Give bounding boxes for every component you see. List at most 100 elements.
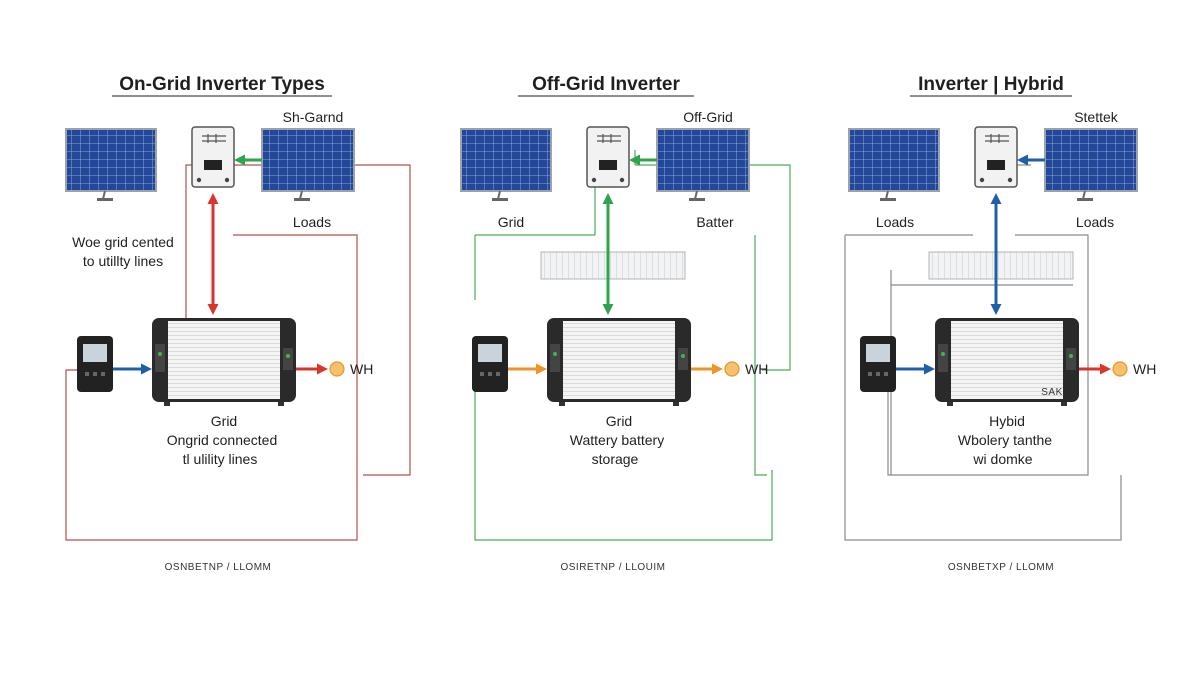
controller-terminals xyxy=(985,134,1009,143)
inverter-led xyxy=(286,354,290,358)
solar-panel-left xyxy=(65,128,157,201)
panel-cells xyxy=(65,128,157,192)
panel-base xyxy=(492,198,508,201)
caption-line: Grid xyxy=(211,413,237,429)
meter-icon xyxy=(1112,361,1128,377)
inverter-unit xyxy=(547,318,691,406)
battery-strip xyxy=(928,251,1074,280)
controller-knob xyxy=(196,177,202,183)
inverter-fins xyxy=(168,321,280,399)
arrow-inverter-to-meter xyxy=(1079,363,1111,375)
panel-stand xyxy=(299,190,303,200)
meter-button xyxy=(496,372,500,376)
meter-button xyxy=(884,372,888,376)
panel-footer: OSIRETNP / LLOUIM xyxy=(560,562,665,573)
panel-cells xyxy=(1044,128,1138,192)
controller-knob xyxy=(979,177,985,183)
meter-button xyxy=(868,372,872,376)
controller-knob xyxy=(1007,177,1013,183)
panel-cells xyxy=(460,128,552,192)
caption-line: Wbolery tanthe xyxy=(958,432,1052,448)
caption-line: Wattery battery xyxy=(570,432,664,448)
caption-line: Hybid xyxy=(989,413,1025,429)
inverter-foot xyxy=(673,402,679,406)
meter-button xyxy=(488,372,492,376)
energy-meter xyxy=(860,336,896,392)
inverter-foot xyxy=(1061,402,1067,406)
meter-screen xyxy=(478,344,502,362)
mid-label-left: Grid xyxy=(498,214,524,230)
mid-label-right: Loads xyxy=(1076,214,1114,230)
meter-screen xyxy=(83,344,107,362)
panel-base xyxy=(689,198,705,201)
panel-title: On-Grid Inverter Types xyxy=(119,74,325,95)
arrow-head xyxy=(317,363,328,375)
arrow-inverter-to-meter xyxy=(691,363,723,375)
inverter-led xyxy=(158,352,162,356)
arrow-panel-to-controller xyxy=(629,154,657,166)
meter-icon xyxy=(329,361,345,377)
top-right-label: Off-Grid xyxy=(683,109,733,125)
panel-footer: OSNBETXP / LLOMM xyxy=(948,562,1054,573)
wire-outer-loop xyxy=(844,234,1122,541)
panel-base xyxy=(97,198,113,201)
inverter-led xyxy=(681,354,685,358)
controller-knob xyxy=(619,177,625,183)
panel-stand xyxy=(102,190,106,200)
controller-display xyxy=(599,160,617,170)
battery-strip xyxy=(540,251,686,280)
inverter-panel xyxy=(155,344,165,372)
inverter-led xyxy=(941,352,945,356)
arrow-controller-inverter xyxy=(207,193,219,315)
inverter-label: SAK xyxy=(1041,387,1063,398)
inverter-panel xyxy=(938,344,948,372)
arrow-head xyxy=(141,363,152,375)
panel-cells xyxy=(261,128,355,192)
caption-line: tl ulility lines xyxy=(183,451,258,467)
wire-left-drop xyxy=(185,164,192,322)
controller-body xyxy=(191,126,235,188)
inverter-led xyxy=(553,352,557,356)
arrow-head xyxy=(207,304,219,315)
caption-line: storage xyxy=(592,451,639,467)
panel-stand xyxy=(1082,190,1086,200)
controller-display xyxy=(987,160,1005,170)
solar-panel-left xyxy=(460,128,552,201)
inverter-fins xyxy=(563,321,675,399)
side-note-line: to utillty lines xyxy=(83,253,163,269)
controller-knob xyxy=(591,177,597,183)
inverter-foot xyxy=(164,402,170,406)
arrow-head xyxy=(602,304,614,315)
arrow-panel-to-controller xyxy=(234,154,262,166)
panel-footer: OSNBETNP / LLOMM xyxy=(165,562,272,573)
meter-button xyxy=(876,372,880,376)
inverter-fins xyxy=(951,321,1063,399)
panel-cells xyxy=(848,128,940,192)
controller-display xyxy=(204,160,222,170)
arrow-head xyxy=(536,363,547,375)
controller-knob xyxy=(224,177,230,183)
top-right-label: Sh-Garnd xyxy=(283,109,344,125)
inverter-foot xyxy=(947,402,953,406)
arrow-head xyxy=(1017,154,1028,166)
controller-body xyxy=(586,126,630,188)
meter-label: WH xyxy=(350,361,373,377)
inverter-foot xyxy=(559,402,565,406)
caption-line: Grid xyxy=(606,413,632,429)
controller-body xyxy=(974,126,1018,188)
solar-panel-left xyxy=(848,128,940,201)
inverter-panel xyxy=(283,348,293,370)
charge-controller xyxy=(586,126,630,188)
arrow-meter-to-inverter xyxy=(508,363,547,375)
panel-base xyxy=(1077,198,1093,201)
panel-stand xyxy=(497,190,501,200)
panel-base xyxy=(880,198,896,201)
arrow-controller-inverter xyxy=(990,193,1002,315)
meter-screen xyxy=(866,344,890,362)
panel-base xyxy=(294,198,310,201)
meter-button xyxy=(93,372,97,376)
energy-meter xyxy=(77,336,113,392)
